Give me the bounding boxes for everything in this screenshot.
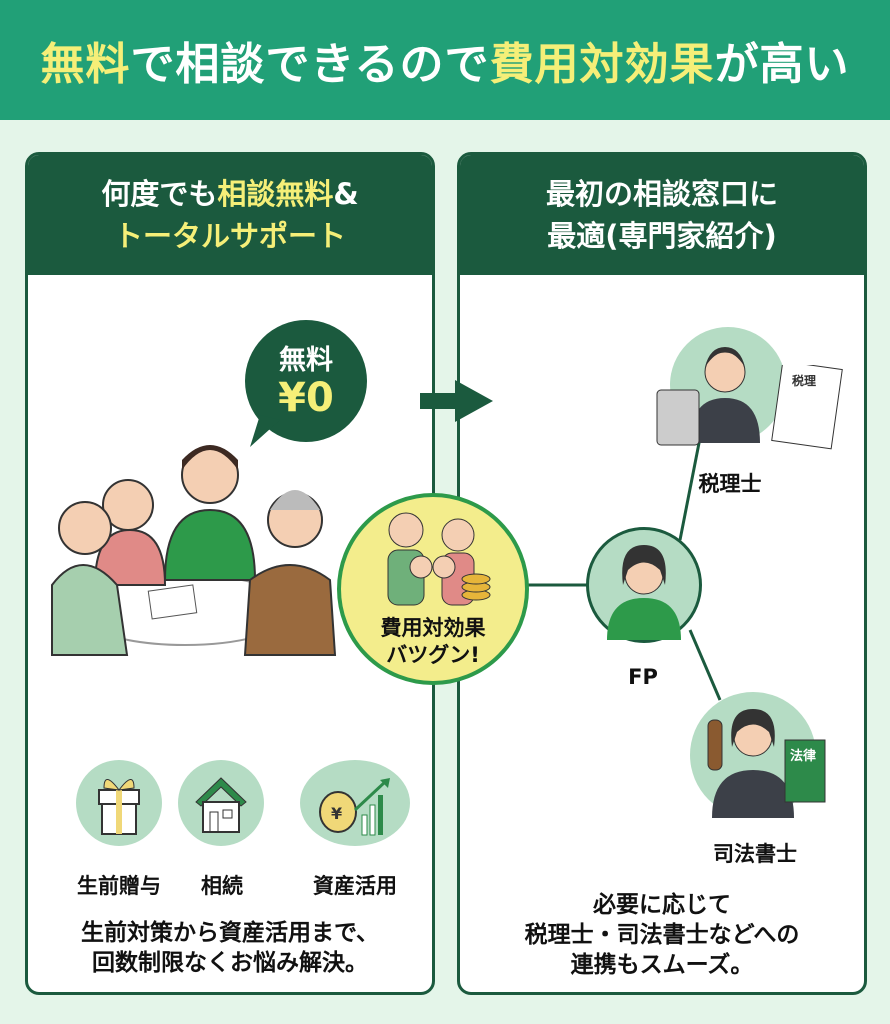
- person-icon: [712, 709, 794, 818]
- fp-avatar: [586, 527, 702, 643]
- heading-text: 最初の相談窓口に: [545, 177, 778, 211]
- heading-text: 何度でも: [101, 177, 218, 211]
- caption-text: 回数制限なくお悩み解決。: [92, 950, 368, 976]
- caption-text: 税理士・司法書士などへの: [524, 922, 800, 948]
- cost-effectiveness-badge: 費用対効果 バツグン!: [337, 493, 529, 685]
- money-bag-growth-icon: ¥: [319, 778, 390, 836]
- heading-text: 相談無料: [217, 177, 334, 211]
- title-part: 無料: [40, 39, 131, 90]
- gift-circle: [76, 760, 162, 846]
- heading-text: トータルサポート: [113, 219, 346, 253]
- page-title: 無料で相談できるので費用対効果が高い: [0, 0, 890, 120]
- bubble-label: 無料: [279, 345, 333, 376]
- calculator-document-icon: 税理: [656, 365, 843, 450]
- house-icon: [195, 777, 247, 833]
- house-circle: [178, 760, 264, 846]
- caption-text: 連携もスムーズ。: [570, 952, 754, 978]
- title-part: 費用対効果: [489, 39, 715, 90]
- svg-text:¥: ¥: [331, 804, 342, 823]
- badge-text: バツグン!: [386, 643, 480, 667]
- icon-label: 資産活用: [313, 874, 397, 898]
- family-coins-icon: [387, 512, 491, 606]
- bubble-tail: [250, 415, 280, 447]
- heading-text: &: [333, 177, 359, 211]
- free-price-bubble: 無料 ¥0: [245, 320, 367, 442]
- title-part: で相談できるので: [130, 39, 490, 90]
- consultation-illustration: [51, 445, 337, 656]
- person-icon: [690, 347, 760, 443]
- title-part: が高い: [714, 39, 850, 90]
- icon-label: 相続: [201, 874, 243, 898]
- icon-label: 生前贈与: [77, 874, 161, 898]
- caption-text: 生前対策から資産活用まで、: [80, 920, 380, 946]
- right-panel-heading: 最初の相談窓口に 最適(専門家紹介): [460, 155, 864, 275]
- asset-circle: ¥: [300, 760, 410, 846]
- arrow-right-icon: [420, 380, 493, 422]
- badge-text: 費用対効果: [380, 616, 486, 640]
- expert-label: FP: [628, 665, 658, 689]
- bubble-price: ¥0: [278, 375, 334, 421]
- expert-label: 税理士: [698, 472, 762, 496]
- person-icon: [607, 545, 681, 640]
- caption-text: 必要に応じて: [593, 892, 731, 918]
- gift-icon: [98, 779, 140, 835]
- connector-line: [688, 629, 722, 701]
- connector-line: [678, 437, 702, 541]
- expert-label: 司法書士: [713, 842, 797, 866]
- book-label: 法律: [790, 748, 816, 764]
- gavel-book-icon: 法律: [707, 719, 826, 803]
- left-panel-heading: 何度でも相談無料& トータルサポート: [28, 155, 432, 275]
- document-label: 税理: [792, 373, 816, 388]
- heading-text: 最適(専門家紹介): [547, 219, 777, 253]
